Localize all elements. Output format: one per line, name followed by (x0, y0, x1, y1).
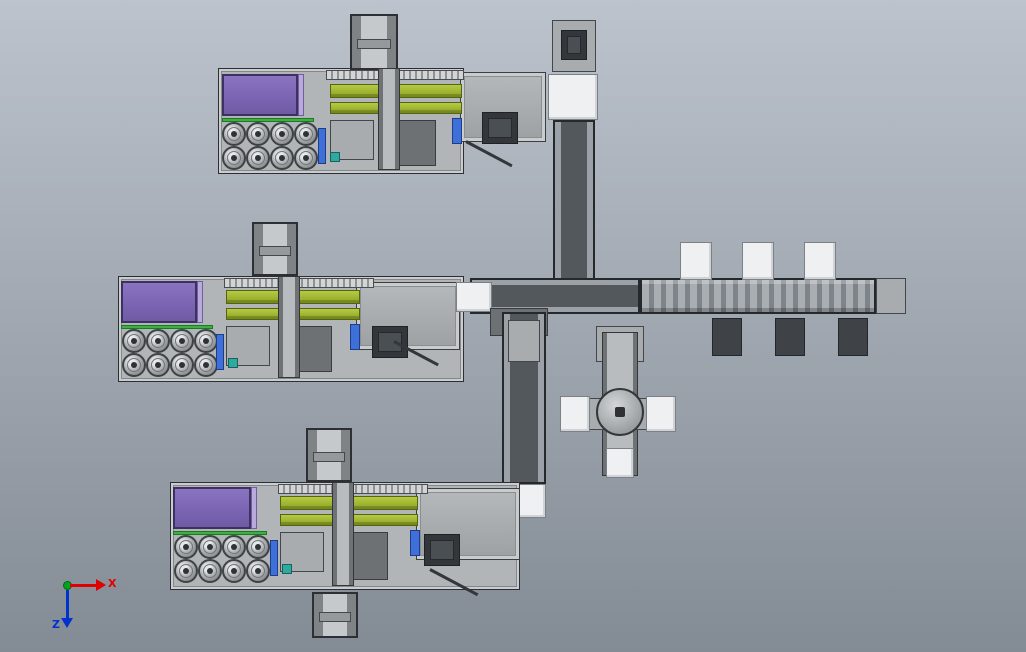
station2-transfer-plate[interactable] (456, 282, 492, 312)
conveyor1-head-window (561, 30, 587, 60)
station1-blue-clamp (452, 118, 462, 144)
station3-gantry-slide (332, 482, 354, 586)
main-transfer-conveyor[interactable] (470, 276, 906, 316)
station1-process-module-2 (396, 120, 436, 166)
station1-control-box (482, 112, 518, 144)
coil (246, 122, 270, 146)
station2-gantry-slide (278, 276, 300, 378)
pallet-white-1[interactable] (680, 242, 712, 280)
coil (222, 535, 246, 559)
pallet-white-2[interactable] (742, 242, 774, 280)
station1-electrical-cabinet (222, 74, 298, 116)
axis-z-arrowhead-icon (61, 618, 73, 628)
station1-cabinet-trim (298, 74, 304, 116)
coil (270, 146, 294, 170)
station2-green-rail-strip (121, 325, 213, 329)
axis-z-label: Z (52, 618, 60, 631)
station2-coil-bank (122, 329, 218, 377)
rotary-table-unit[interactable] (560, 326, 676, 482)
station3-green-rail-strip (173, 531, 267, 535)
coil (246, 559, 270, 583)
coil (170, 353, 194, 377)
vertical-conveyor-1[interactable] (546, 20, 602, 286)
station1-gantry-slide (378, 68, 400, 170)
rotary-turntable-disc[interactable] (596, 388, 644, 436)
station2-control-box (372, 326, 408, 358)
roller-conveyor-segment (640, 278, 876, 314)
axis-z-arrow-icon (66, 590, 69, 618)
pallet-white-3[interactable] (804, 242, 836, 280)
coil (294, 122, 318, 146)
rotary-arm-end-right (646, 396, 676, 432)
coil (174, 535, 198, 559)
conveyor1-belt (553, 120, 595, 286)
station2-blue-clamp (350, 324, 360, 350)
machine-station-3[interactable] (166, 426, 558, 638)
station3-teal-sensor (282, 564, 292, 574)
coil (122, 353, 146, 377)
rotary-arm-end-bottom (606, 448, 634, 478)
conveyor-end-cap (876, 278, 906, 314)
coil (122, 329, 146, 353)
station2-cabinet-trim (197, 281, 203, 323)
axis-x-arrow-icon (70, 584, 96, 587)
station1-shadow-bracket (465, 140, 513, 168)
orientation-triad: X Z (50, 570, 130, 640)
coil (146, 329, 170, 353)
coil (222, 122, 246, 146)
coil (294, 146, 318, 170)
coil (198, 559, 222, 583)
conveyor2-carriage (508, 320, 540, 362)
station2-electrical-cabinet (121, 281, 197, 323)
pallet-dark-3[interactable] (838, 318, 868, 356)
station3-coil-bank (174, 535, 270, 583)
machine-station-1[interactable] (214, 12, 550, 182)
pallet-dark-2[interactable] (775, 318, 805, 356)
coil (198, 535, 222, 559)
conveyor1-transfer-plate[interactable] (548, 74, 598, 120)
coil (246, 535, 270, 559)
station3-cabinet-trim (251, 487, 257, 529)
station3-blue-clamp (410, 530, 420, 556)
coil (174, 559, 198, 583)
station3-electrical-cabinet (173, 487, 251, 529)
rotary-arm-end-left (560, 396, 590, 432)
station3-control-box (424, 534, 460, 566)
station3-blue-actuator (270, 540, 278, 576)
coil (222, 146, 246, 170)
coil (194, 329, 218, 353)
coil (146, 353, 170, 377)
station1-blue-actuator (318, 128, 326, 164)
coil (222, 559, 246, 583)
pallet-dark-1[interactable] (712, 318, 742, 356)
coil (194, 353, 218, 377)
station1-coil-bank (222, 122, 318, 170)
station2-teal-sensor (228, 358, 238, 368)
station3-top-feeder-unit (306, 428, 352, 482)
axis-x-label: X (108, 577, 117, 590)
coil (170, 329, 194, 353)
station1-top-feeder-unit (350, 14, 398, 70)
station2-blue-actuator (216, 334, 224, 370)
machine-station-2[interactable] (114, 220, 494, 386)
coil (270, 122, 294, 146)
station3-bottom-feeder-unit (312, 592, 358, 638)
coil (246, 146, 270, 170)
station1-teal-sensor (330, 152, 340, 162)
axis-x-arrowhead-icon (96, 579, 106, 591)
station1-green-rail-strip (222, 118, 314, 122)
station2-top-feeder-unit (252, 222, 298, 276)
